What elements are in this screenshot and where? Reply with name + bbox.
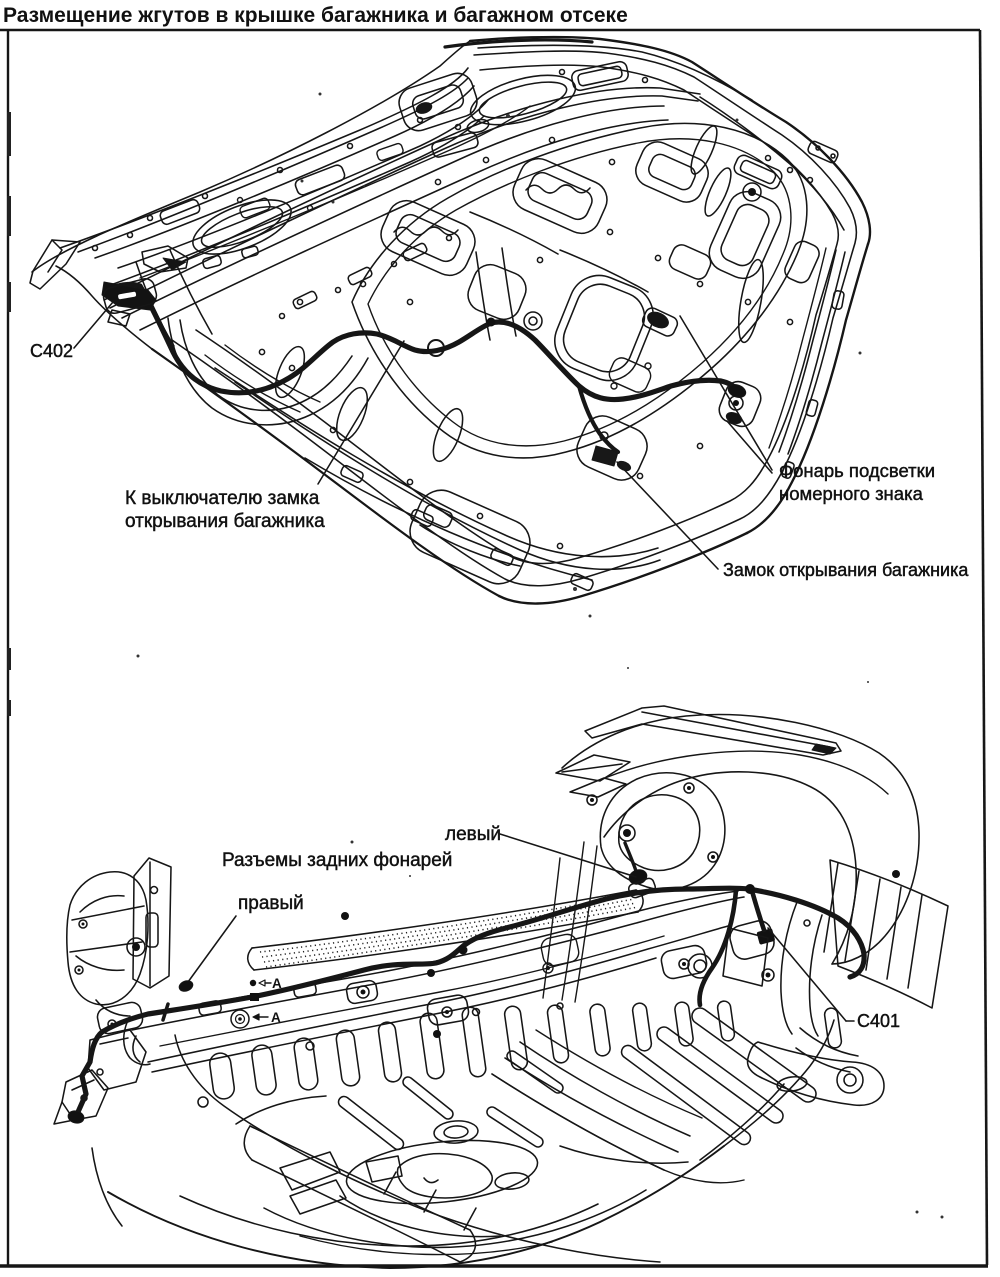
svg-text:номерного знака: номерного знака [779,483,924,504]
svg-text:Замок открывания багажника: Замок открывания багажника [723,560,969,580]
svg-text:Разъемы задних фонарей: Разъемы задних фонарей [222,850,452,871]
svg-text:A: A [271,1010,281,1025]
svg-text:левый: левый [445,824,501,845]
svg-text:C402: C402 [30,341,73,361]
svg-text:C401: C401 [857,1011,900,1031]
svg-text:правый: правый [238,893,304,914]
svg-text:A: A [272,976,282,991]
svg-text:Фонарь подсветки: Фонарь подсветки [779,460,935,481]
svg-text:Размещение жгутов в крышке баг: Размещение жгутов в крышке багажника и б… [3,4,628,27]
svg-text:К выключателю замка: К выключателю замка [125,488,320,509]
svg-text:открывания багажника: открывания багажника [125,511,325,532]
